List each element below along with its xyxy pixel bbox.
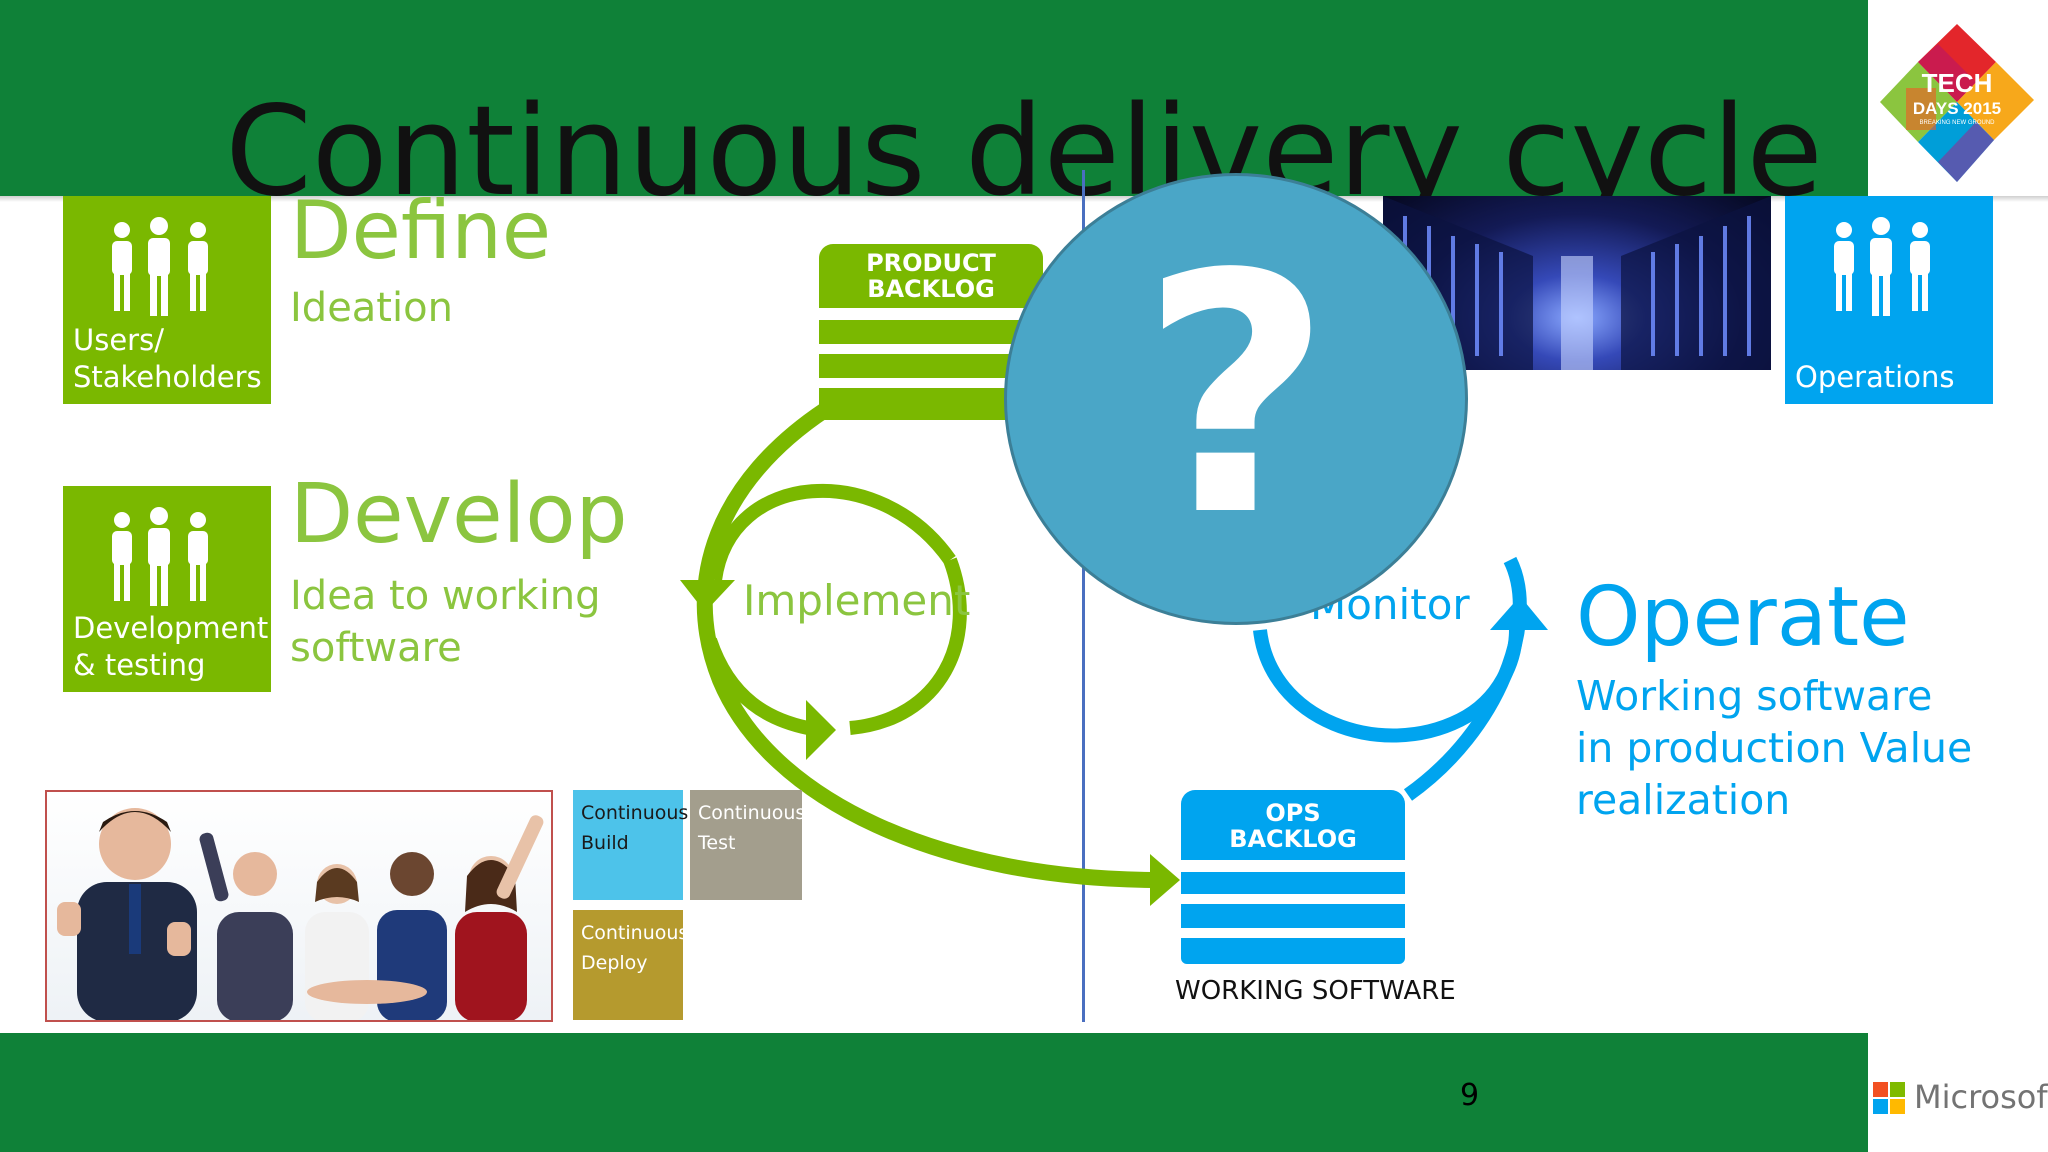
team-celebration-photo — [45, 790, 553, 1022]
operate-heading: Operate — [1576, 570, 1910, 665]
role-ops-label: Operations — [1795, 360, 1955, 394]
tile-test-line2: Test — [698, 832, 736, 854]
tile-test-line1: Continuous — [698, 802, 806, 824]
ops-backlog-line1: OPS — [1265, 799, 1321, 827]
tile-continuous-build: Continuous Build — [573, 790, 689, 900]
people-icon — [112, 217, 208, 316]
develop-subtitle-line2: software — [290, 625, 462, 671]
people-icon — [112, 507, 208, 606]
logo-tech-text: TECH — [1922, 68, 1993, 98]
product-backlog-line1: PRODUCT — [866, 249, 996, 277]
develop-heading: Develop — [290, 467, 628, 562]
working-software-label: WORKING SOFTWARE — [1175, 976, 1456, 1006]
tile-build-line2: Build — [581, 832, 629, 854]
blue-arrowhead — [1490, 596, 1548, 630]
role-development-testing: Development & testing — [63, 486, 271, 692]
team-illustration — [57, 808, 544, 1020]
green-inner-arc-bottom — [703, 637, 810, 735]
role-users-line1: Users/ — [73, 323, 164, 357]
define-heading: Define — [290, 184, 552, 277]
header-shadow — [0, 196, 2048, 202]
operate-subtitle: Working software in production Value rea… — [1576, 670, 1972, 826]
implement-label: Implement — [743, 576, 971, 625]
tile-continuous-deploy: Continuous Deploy — [573, 910, 689, 1020]
operate-line3: realization — [1576, 776, 1791, 824]
develop-subtitle-line1: Idea to working — [290, 573, 601, 619]
tile-deploy-line2: Deploy — [581, 952, 648, 974]
blue-inner-arc — [1253, 629, 1523, 743]
green-inner-arrowhead-bottom — [806, 700, 836, 760]
role-users-line2: Stakeholders — [73, 360, 262, 394]
question-mark-icon: ? — [1140, 204, 1332, 588]
tech-days-logo: TECH DAYS 2015 BREAKING NEW GROUND — [1880, 22, 2034, 182]
microsoft-logo-icon — [1873, 1082, 1905, 1114]
green-inner-arc-right — [849, 557, 967, 735]
tile-build-line1: Continuous — [581, 802, 689, 824]
dev-ops-divider — [1082, 170, 1085, 1022]
green-outer-arrowhead — [1150, 854, 1180, 906]
page-number: 9 — [1460, 1078, 1480, 1113]
define-subtitle: Ideation — [290, 285, 453, 331]
tile-continuous-test: Continuous Test — [690, 790, 806, 900]
question-mark-overlay: ? — [1004, 173, 1468, 625]
operate-line1: Working software — [1576, 672, 1933, 720]
green-inner-arrowhead-left — [680, 580, 735, 612]
tile-deploy-line1: Continuous — [581, 922, 689, 944]
operate-line2: in production Value — [1576, 724, 1973, 772]
ops-backlog-line2: BACKLOG — [1229, 825, 1357, 853]
role-dev-line2: & testing — [73, 648, 206, 682]
product-backlog-line2: BACKLOG — [867, 275, 995, 303]
develop-subtitle: Idea to working software — [290, 570, 601, 674]
role-operations: Operations — [1785, 196, 1993, 404]
green-outer-arrow — [696, 403, 1161, 888]
logo-tagline: BREAKING NEW GROUND — [1919, 120, 1995, 126]
logo-days-text: DAYS 2015 — [1913, 99, 2001, 118]
role-dev-line1: Development — [73, 611, 269, 645]
ops-backlog: OPS BACKLOG — [1181, 790, 1405, 964]
role-users-stakeholders: Users/ Stakeholders — [63, 196, 271, 404]
people-icon — [1834, 217, 1930, 316]
microsoft-brand: Microsoft — [1914, 1078, 2048, 1116]
header-bar — [0, 0, 1868, 196]
green-inner-arc-top — [708, 483, 956, 582]
footer-bar — [0, 1033, 1868, 1152]
